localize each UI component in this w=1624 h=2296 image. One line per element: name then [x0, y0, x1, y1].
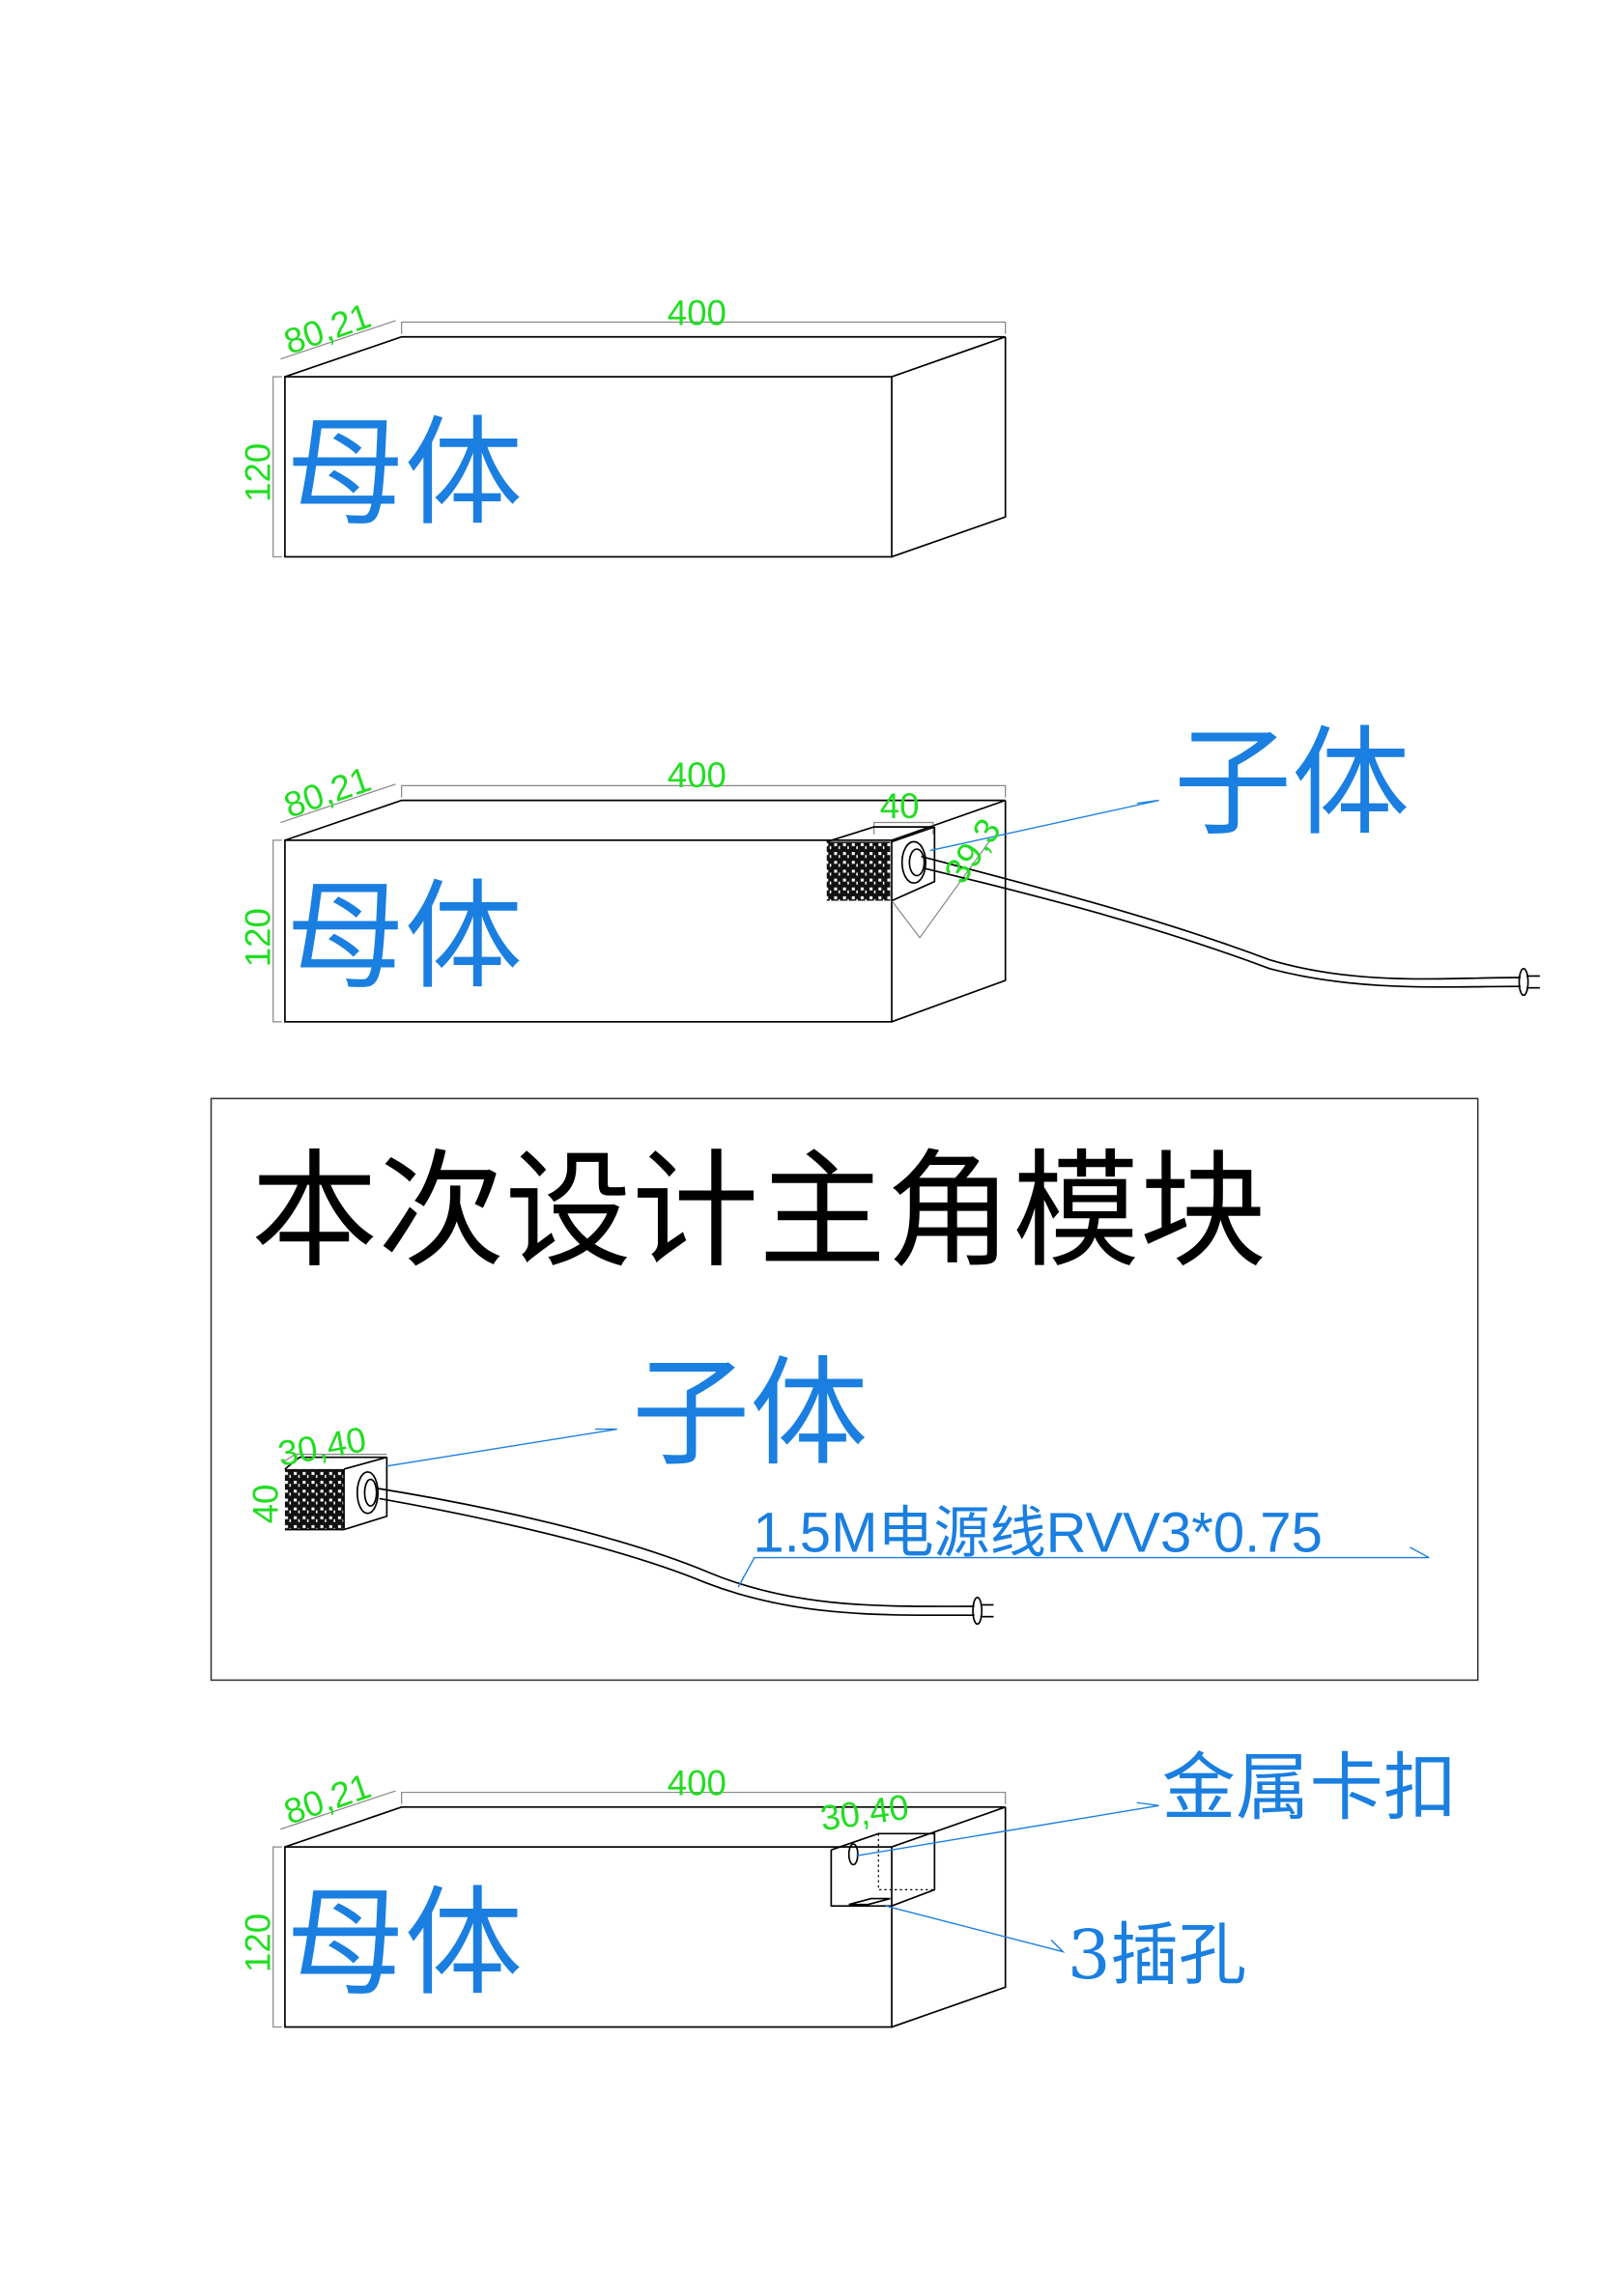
- clip-leader: [856, 1801, 1159, 1857]
- mother-label: 母体: [286, 868, 523, 1006]
- dim-height: 40: [245, 1485, 285, 1524]
- mother-label: 母体: [286, 1875, 523, 2012]
- dim-child-diag: 39,3: [936, 811, 1009, 891]
- dim-length: 400: [668, 294, 727, 333]
- detail-title: 本次设计主角模块: [251, 1137, 1267, 1285]
- dim-length: 400: [668, 1764, 727, 1803]
- plug-icon: [972, 1596, 994, 1626]
- socket-leader: [885, 1905, 1066, 1953]
- child-label: 子体: [632, 1346, 869, 1483]
- detail-frame: [210, 1097, 1479, 1682]
- mother-label: 母体: [286, 405, 523, 542]
- metal-clip: [847, 1843, 859, 1866]
- box-outline: [284, 335, 1007, 558]
- power-cable: [921, 855, 1522, 980]
- child-module: [284, 1456, 994, 1626]
- dim-height: 120: [239, 1913, 278, 1972]
- socket-recess: [830, 1832, 936, 1908]
- dim-depth: 80,21: [279, 1766, 376, 1832]
- child-module: [826, 826, 1540, 997]
- three-pin-socket: [848, 1897, 891, 1906]
- dim-depth: 80,21: [279, 759, 376, 826]
- dim-socket: 30,40: [818, 1787, 912, 1838]
- dim-height: 120: [239, 443, 278, 502]
- box-outline: [284, 799, 1007, 1023]
- qr-code: [284, 1468, 345, 1530]
- mother-with-child-view: 400 80,21 120 40 39,3 母体 子体: [239, 715, 1540, 1023]
- mother-body-view: 400 80,21 120 母体: [239, 294, 1007, 558]
- plug-icon: [1518, 967, 1540, 997]
- dim-length: 400: [668, 755, 727, 795]
- dimension-lines: [272, 320, 1007, 558]
- child-label: 子体: [1174, 715, 1410, 852]
- child-leader: [386, 1428, 617, 1467]
- mother-socket-view: 400 80,21 120 30,40 母体 金属卡扣 3插孔: [239, 1745, 1458, 2028]
- cable-leader: [737, 1546, 1430, 1588]
- child-leader: [929, 799, 1159, 852]
- dimension-lines: [272, 1790, 1007, 2028]
- dimension-lines: [272, 783, 1007, 1023]
- dim-child-width: 40: [880, 786, 920, 826]
- box-outline: [284, 1805, 1007, 2028]
- dim-height: 120: [239, 908, 278, 967]
- qr-code: [826, 841, 891, 901]
- child-module-detail-view: 本次设计主角模块 30,40 40 子体 1.5M电源线RVV3*0.75: [210, 1097, 1479, 1682]
- socket-label: 3插孔: [1068, 1915, 1246, 1995]
- cable-label: 1.5M电源线RVV3*0.75: [753, 1501, 1323, 1564]
- clip-label: 金属卡扣: [1162, 1745, 1458, 1831]
- dim-depth: 80,21: [279, 296, 376, 362]
